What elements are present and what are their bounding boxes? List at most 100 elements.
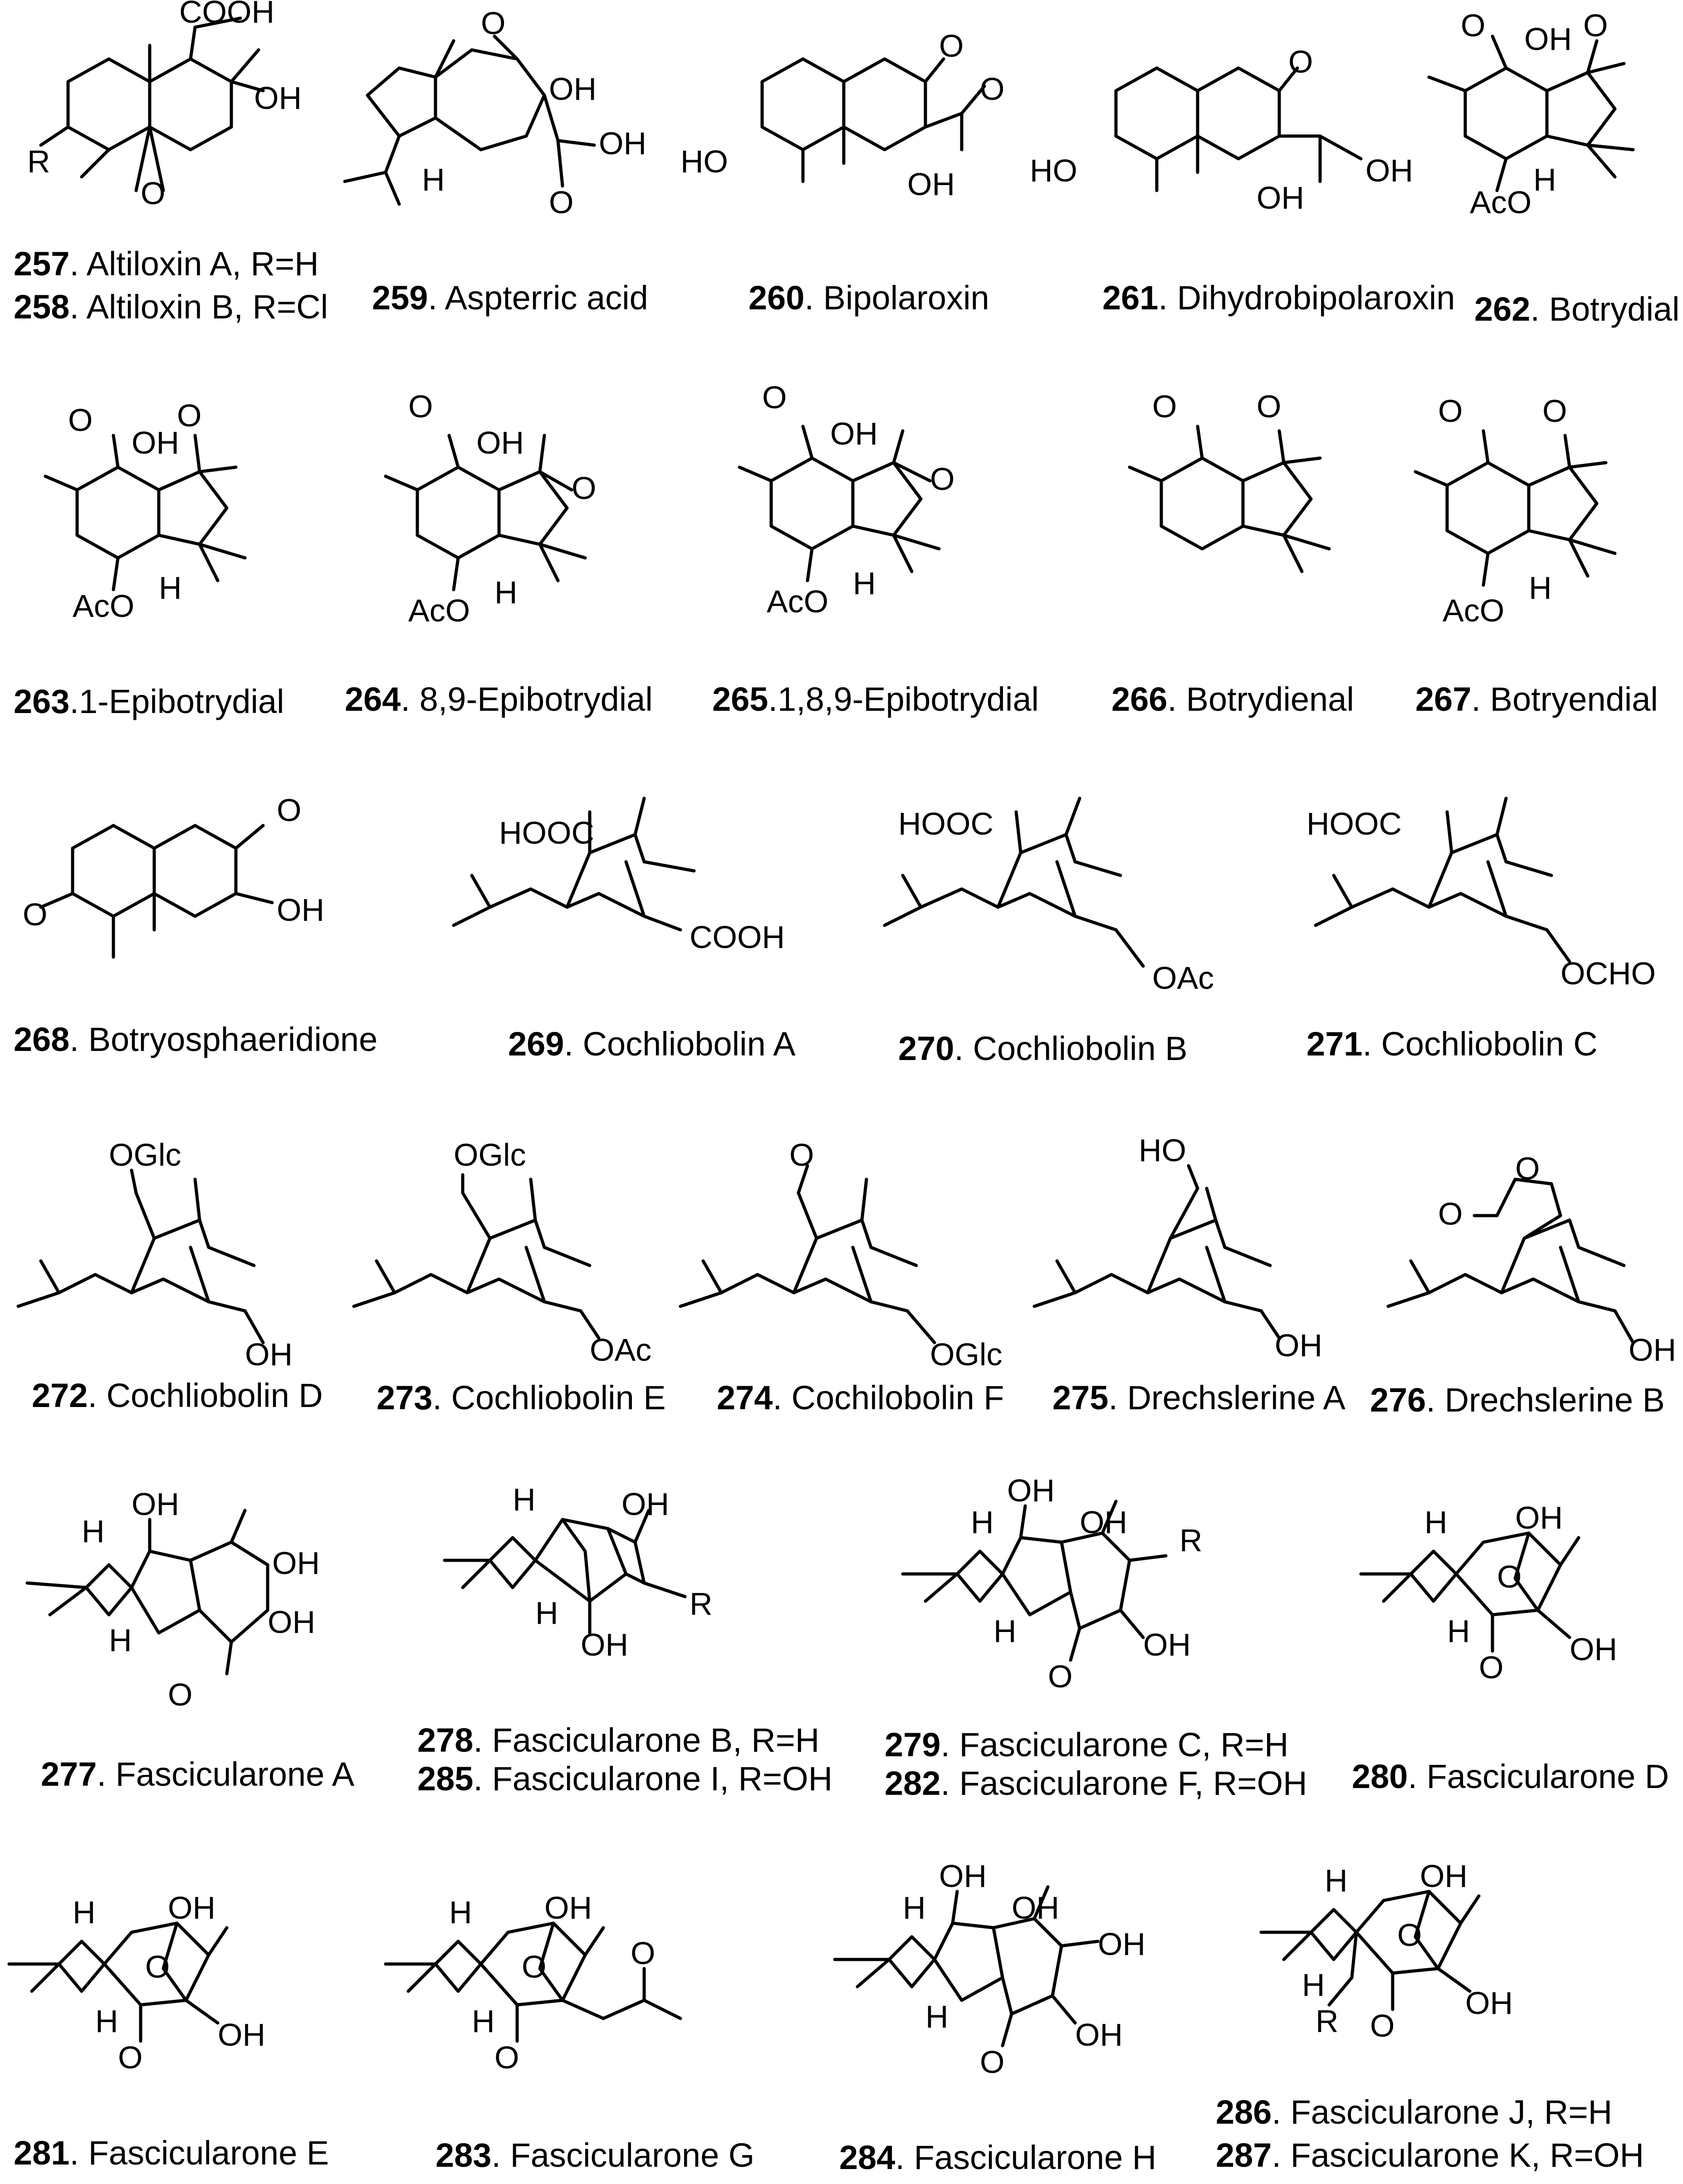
oac-label: OAc	[590, 1332, 651, 1368]
structure-264-8-9-epibotrydial: O OH O AcO H	[384, 389, 596, 628]
oh-label: OH	[1570, 1632, 1617, 1667]
o-label: O	[1257, 389, 1281, 424]
o-label: O	[1438, 1196, 1463, 1231]
caption-281: 281. Fascicularone E	[14, 2136, 329, 2170]
h-label: H	[449, 1895, 472, 1930]
h-label: H	[422, 162, 445, 197]
compound-number: 278	[417, 1721, 474, 1759]
compound-number: 281	[14, 2134, 70, 2172]
structure-278-285-fascicularone-b: OH R OH H H	[443, 1482, 713, 1662]
compound-number: 283	[435, 2136, 492, 2174]
oh-label: OH	[939, 1858, 987, 1894]
compound-name: . Cochliobolin D	[88, 1377, 323, 1414]
o-label: O	[145, 1949, 170, 1984]
caption-262: 262. Botrydial	[1474, 293, 1680, 326]
o-label: O	[68, 402, 93, 438]
oh-label: OH	[1524, 21, 1572, 57]
structure-266-botrydienal: O O	[1128, 389, 1331, 573]
compound-name: . Fascicularone D	[1408, 1758, 1669, 1795]
o-label: O	[1370, 2008, 1394, 2043]
oh-label: OH	[830, 416, 878, 451]
o-label: O	[1515, 1151, 1540, 1186]
oh-label: OH	[544, 1890, 592, 1925]
caption-259: 259. Aspterric acid	[372, 281, 648, 315]
compound-number: 287	[1216, 2136, 1272, 2174]
caption-273: 273. Cochliobolin E	[377, 1381, 666, 1415]
cooh-label: COOH	[179, 0, 274, 29]
caption-282: 282. Fascicularone F, R=OH	[885, 1767, 1307, 1800]
structure-279-282-fascicularone-c: OH OH R OH O H H	[901, 1473, 1203, 1694]
caption-266: 266. Botrydienal	[1111, 683, 1354, 716]
h-label: H	[82, 1514, 105, 1549]
oh-label: OH	[1515, 1500, 1563, 1535]
compound-name: . Fascicularone F, R=OH	[940, 1764, 1307, 1802]
compound-number: 270	[898, 1030, 954, 1067]
compound-number: 286	[1216, 2093, 1272, 2131]
o-label: O	[494, 2040, 519, 2075]
structure-275-drechslerine-a: HO OH	[1032, 1133, 1322, 1363]
compound-number: 267	[1415, 680, 1472, 718]
hooc-label: HOOC	[1306, 806, 1402, 841]
compound-number: 276	[1370, 1381, 1426, 1419]
compound-name: . Fascicularone B, R=H	[473, 1721, 820, 1759]
h-label: H	[1447, 1613, 1470, 1649]
compound-name: . Drechslerine B	[1426, 1381, 1665, 1419]
caption-265: 265.1,8,9-Epibotrydial	[712, 683, 1039, 716]
oh-label: OH	[1075, 2017, 1123, 2052]
compound-number: 266	[1111, 680, 1168, 718]
oh-label: OH	[1098, 1926, 1145, 1962]
oglc-label: OGlc	[454, 1137, 526, 1173]
oh-label: OH	[132, 425, 179, 460]
oh-label: OH	[1275, 1328, 1322, 1363]
compound-number: 260	[749, 279, 805, 317]
compound-name: . 8,9-Epibotrydial	[401, 680, 653, 718]
compound-name: . Fascicularone H	[895, 2139, 1157, 2176]
compound-name: . Cochliobolin A	[564, 1025, 796, 1063]
cooh-label: COOH	[690, 919, 785, 955]
structure-269-cochliobolin-a: HOOC COOH	[452, 796, 785, 955]
compound-name: . Cochliobolin E	[432, 1379, 666, 1417]
compound-name: . Fascicularone E	[69, 2134, 329, 2172]
caption-268: 268. Botryosphaeridione	[14, 1023, 377, 1056]
oh-label: OH	[218, 2017, 265, 2052]
compound-number: 271	[1306, 1025, 1363, 1063]
oh-label: OH	[1143, 1627, 1191, 1662]
compound-name: . Botrydial	[1530, 290, 1680, 328]
ho-label: HO	[680, 144, 728, 179]
o-label: O	[23, 897, 47, 932]
oglc-label: OGlc	[930, 1337, 1002, 1372]
structure-259-aspterric-acid: O OH OH O H	[343, 5, 646, 220]
h-label: H	[109, 1622, 132, 1658]
compound-number: 280	[1352, 1758, 1408, 1795]
h-label: H	[1302, 1967, 1325, 2003]
compound-name: . Altiloxin B, R=Cl	[69, 288, 328, 326]
compound-name: . Aspterric acid	[428, 279, 648, 317]
caption-258: 258. Altiloxin B, R=Cl	[14, 290, 328, 324]
structure-262-botrydial: O OH O AcO H	[1427, 8, 1635, 220]
oh-label: OH	[168, 1890, 215, 1925]
caption-276: 276. Drechslerine B	[1370, 1383, 1665, 1417]
o-label: O	[631, 1935, 655, 1971]
structure-281-fascicularone-e: OH O OH O H H	[7, 1890, 265, 2075]
oh-label: OH	[1629, 1332, 1676, 1368]
h-label: H	[472, 2003, 495, 2039]
o-label: O	[1542, 393, 1567, 429]
oh-label: OH	[907, 166, 955, 202]
ho-label: HO	[1139, 1133, 1186, 1168]
o-label: O	[118, 2040, 142, 2075]
caption-272: 272. Cochliobolin D	[32, 1379, 323, 1412]
h-label: H	[535, 1595, 558, 1631]
h-label: H	[993, 1613, 1017, 1649]
aco-label: AcO	[73, 588, 134, 624]
structure-260-bipolaroxin: O HO OH O	[680, 28, 1004, 202]
o-label: O	[980, 2044, 1004, 2080]
structure-280-fascicularone-d: OH O OH O H H	[1359, 1500, 1617, 1685]
o-label: O	[522, 1949, 546, 1984]
structure-272-cochliobolin-d: OGlc OH	[16, 1137, 293, 1372]
structure-263-1-epibotrydial: O OH O AcO H	[44, 398, 247, 624]
h-label: H	[73, 1895, 96, 1930]
structure-268-botryosphaeridione: O OH O	[23, 792, 324, 959]
structure-274-cochilobolin-f: O OGlc	[679, 1137, 1002, 1372]
compound-number: 273	[377, 1379, 433, 1417]
